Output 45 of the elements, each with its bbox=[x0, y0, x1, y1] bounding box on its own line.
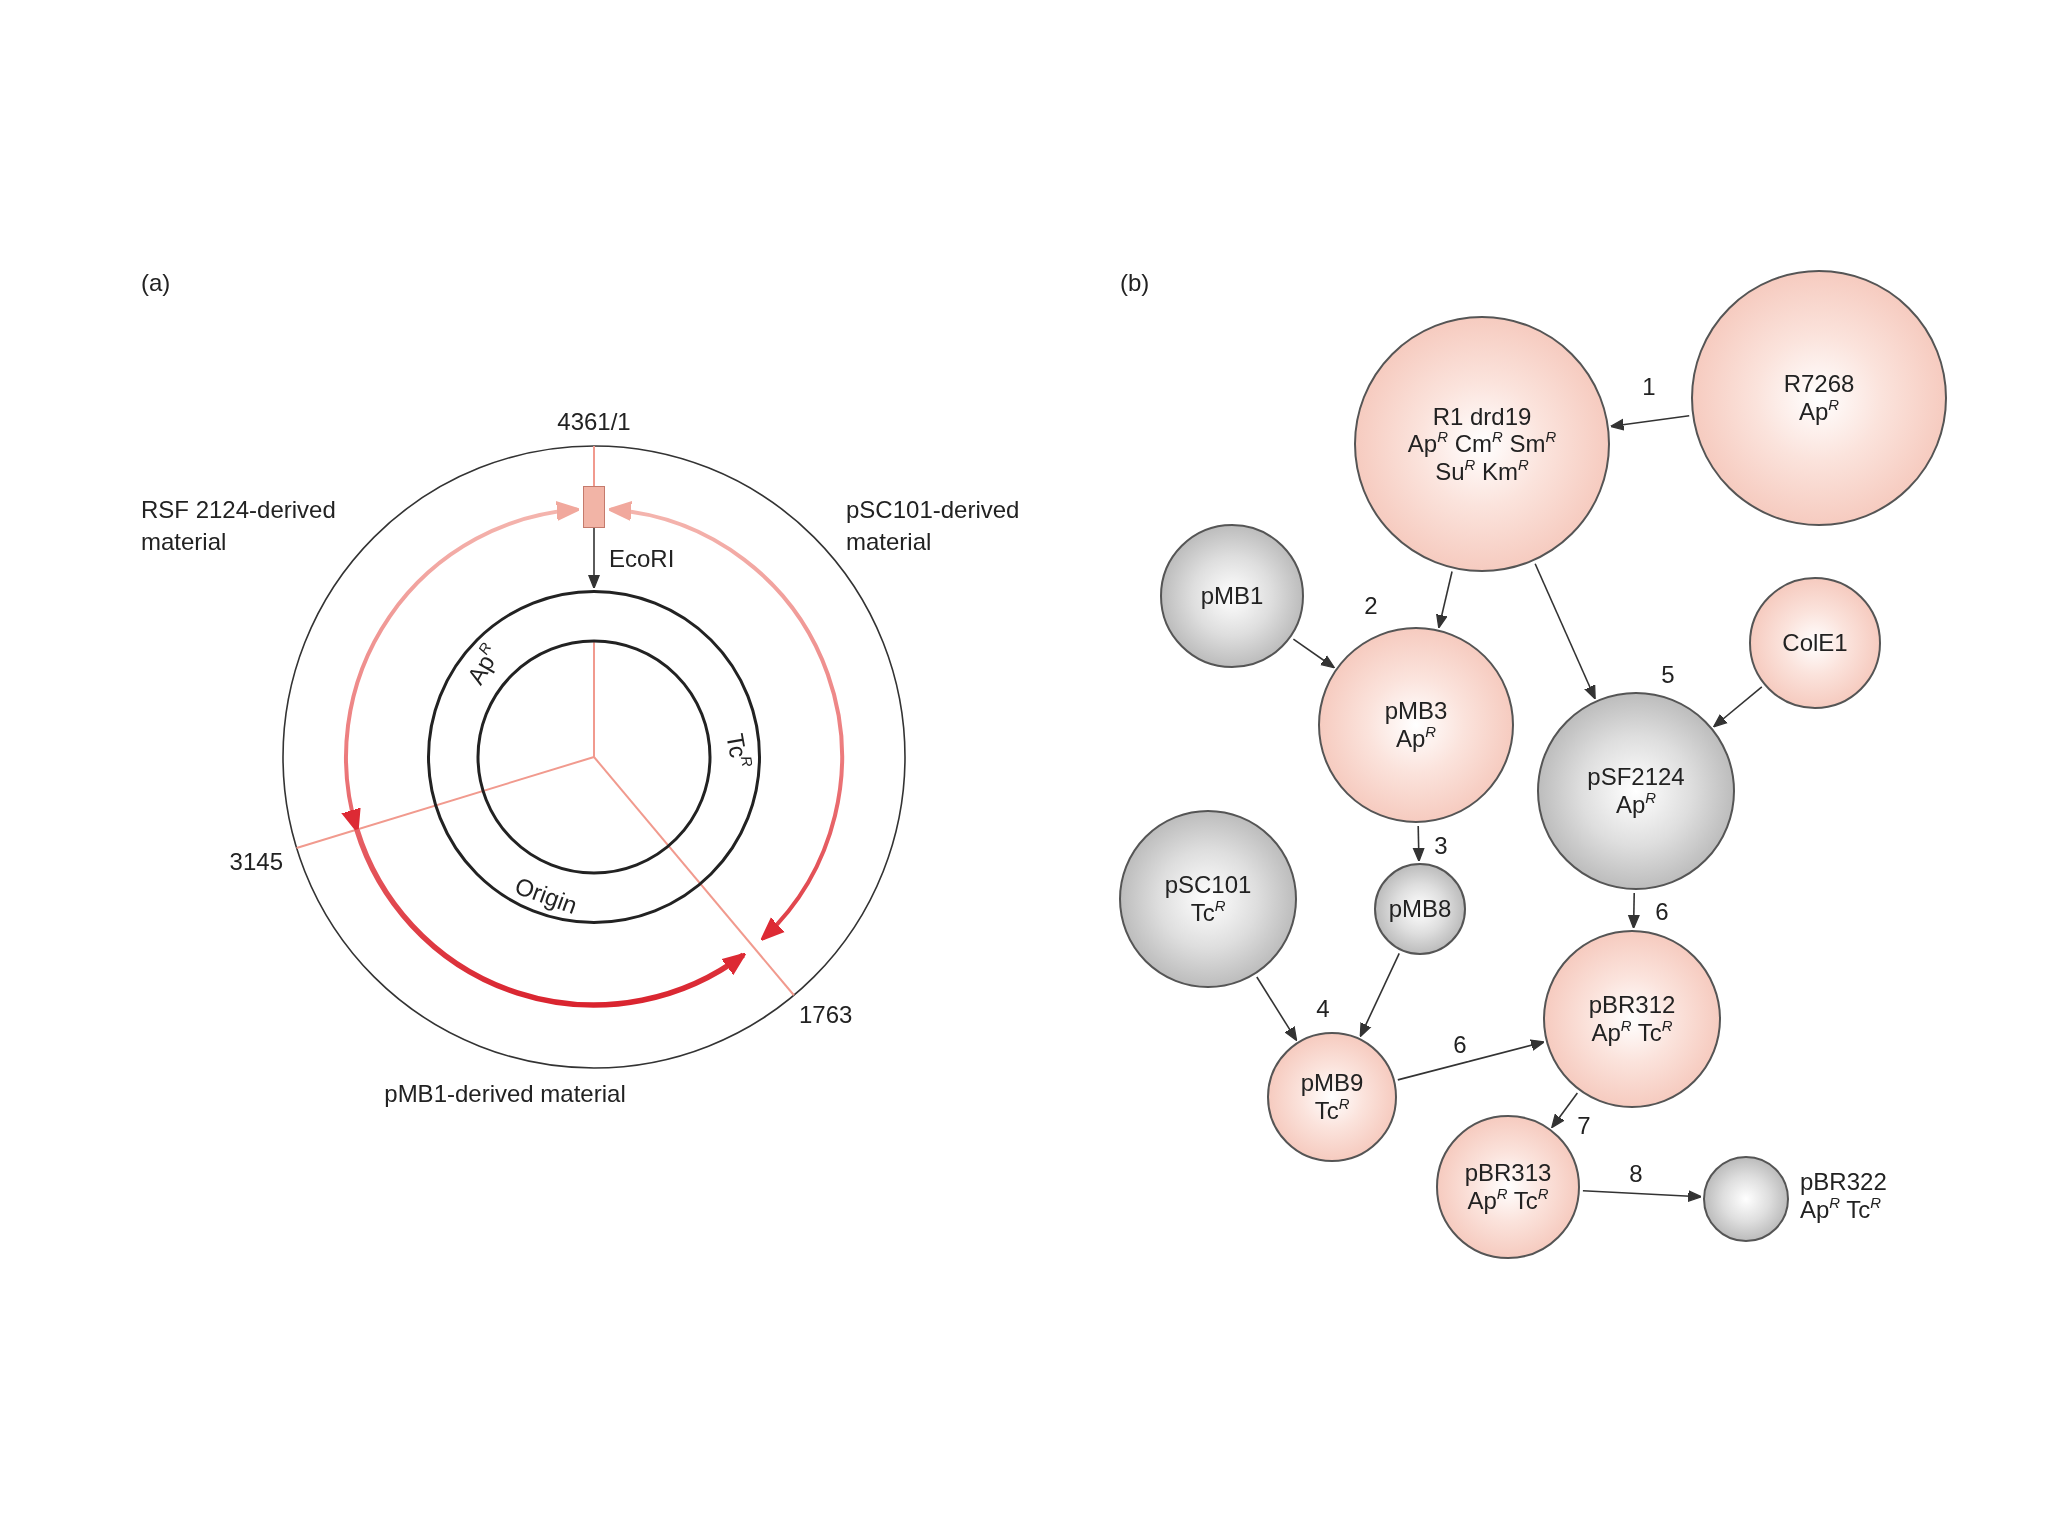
plasmid-name: pBR322 bbox=[1800, 1168, 1887, 1196]
position-number: 4361/1 bbox=[557, 406, 631, 437]
arrow bbox=[588, 527, 600, 589]
resistance-markers: Ap$^{R}$ Cm$^{R}$ Sm$^{R}$ Su$^{R}$ Km$^{R}$ bbox=[1406, 430, 1558, 486]
plasmid-ring bbox=[427, 590, 761, 924]
arrow bbox=[1551, 1092, 1579, 1129]
resistance-markers: Ap$^{R}$ Tc$^{R}$ bbox=[1800, 1195, 1882, 1224]
arrow bbox=[1609, 414, 1690, 431]
resistance-markers: Ap$^{R}$ Tc$^{R}$ bbox=[1591, 1019, 1673, 1047]
restriction-site-box bbox=[583, 486, 605, 528]
panel-label: (b) bbox=[1120, 267, 1150, 298]
plasmid-name: pMB9 bbox=[1300, 1069, 1364, 1097]
panel-label: (a) bbox=[141, 267, 171, 298]
resistance-markers: Ap$^{R}$ bbox=[1615, 791, 1657, 819]
plasmid-name: pBR312 bbox=[1588, 991, 1676, 1019]
plasmid-name: pMB8 bbox=[1388, 895, 1452, 923]
resistance-markers: Tc$^{R}$ bbox=[1314, 1097, 1350, 1125]
plasmid-name: R7268 bbox=[1783, 370, 1855, 398]
gene-label: Origin bbox=[510, 870, 582, 921]
plasmid-name: pSC101 bbox=[1164, 871, 1252, 899]
segment-label: pMB1-derived material bbox=[384, 1078, 626, 1109]
arrow bbox=[1359, 952, 1401, 1038]
plasmid-name: pBR313 bbox=[1464, 1159, 1552, 1187]
arrow bbox=[1627, 892, 1640, 929]
arrow bbox=[1534, 562, 1596, 700]
arrow bbox=[1712, 686, 1763, 728]
arrow bbox=[1412, 825, 1425, 862]
position-number: 3145 bbox=[229, 846, 283, 877]
resistance-markers: Ap$^{R}$ bbox=[1395, 725, 1437, 753]
arrow bbox=[1436, 570, 1453, 629]
resistance-markers: Ap$^{R}$ bbox=[1798, 398, 1840, 426]
arrow bbox=[1256, 976, 1298, 1042]
segment-label: pSC101-derived material bbox=[846, 494, 1021, 557]
arrow bbox=[1397, 1039, 1545, 1081]
position-number: 1763 bbox=[799, 999, 853, 1030]
plasmid-name: pMB1 bbox=[1200, 582, 1264, 610]
arrow bbox=[1582, 1190, 1702, 1202]
plasmid-name: pSF2124 bbox=[1587, 763, 1685, 791]
plasmid-name: R1 drd19 bbox=[1432, 402, 1532, 431]
resistance-markers: Ap$^{R}$ Tc$^{R}$ bbox=[1467, 1187, 1549, 1215]
arrow bbox=[1292, 638, 1335, 669]
plasmid-name: ColE1 bbox=[1782, 629, 1848, 657]
plasmid-name: pMB3 bbox=[1384, 697, 1448, 725]
segment-label: RSF 2124-derived material bbox=[141, 494, 337, 557]
resistance-markers: Tc$^{R}$ bbox=[1190, 899, 1226, 927]
